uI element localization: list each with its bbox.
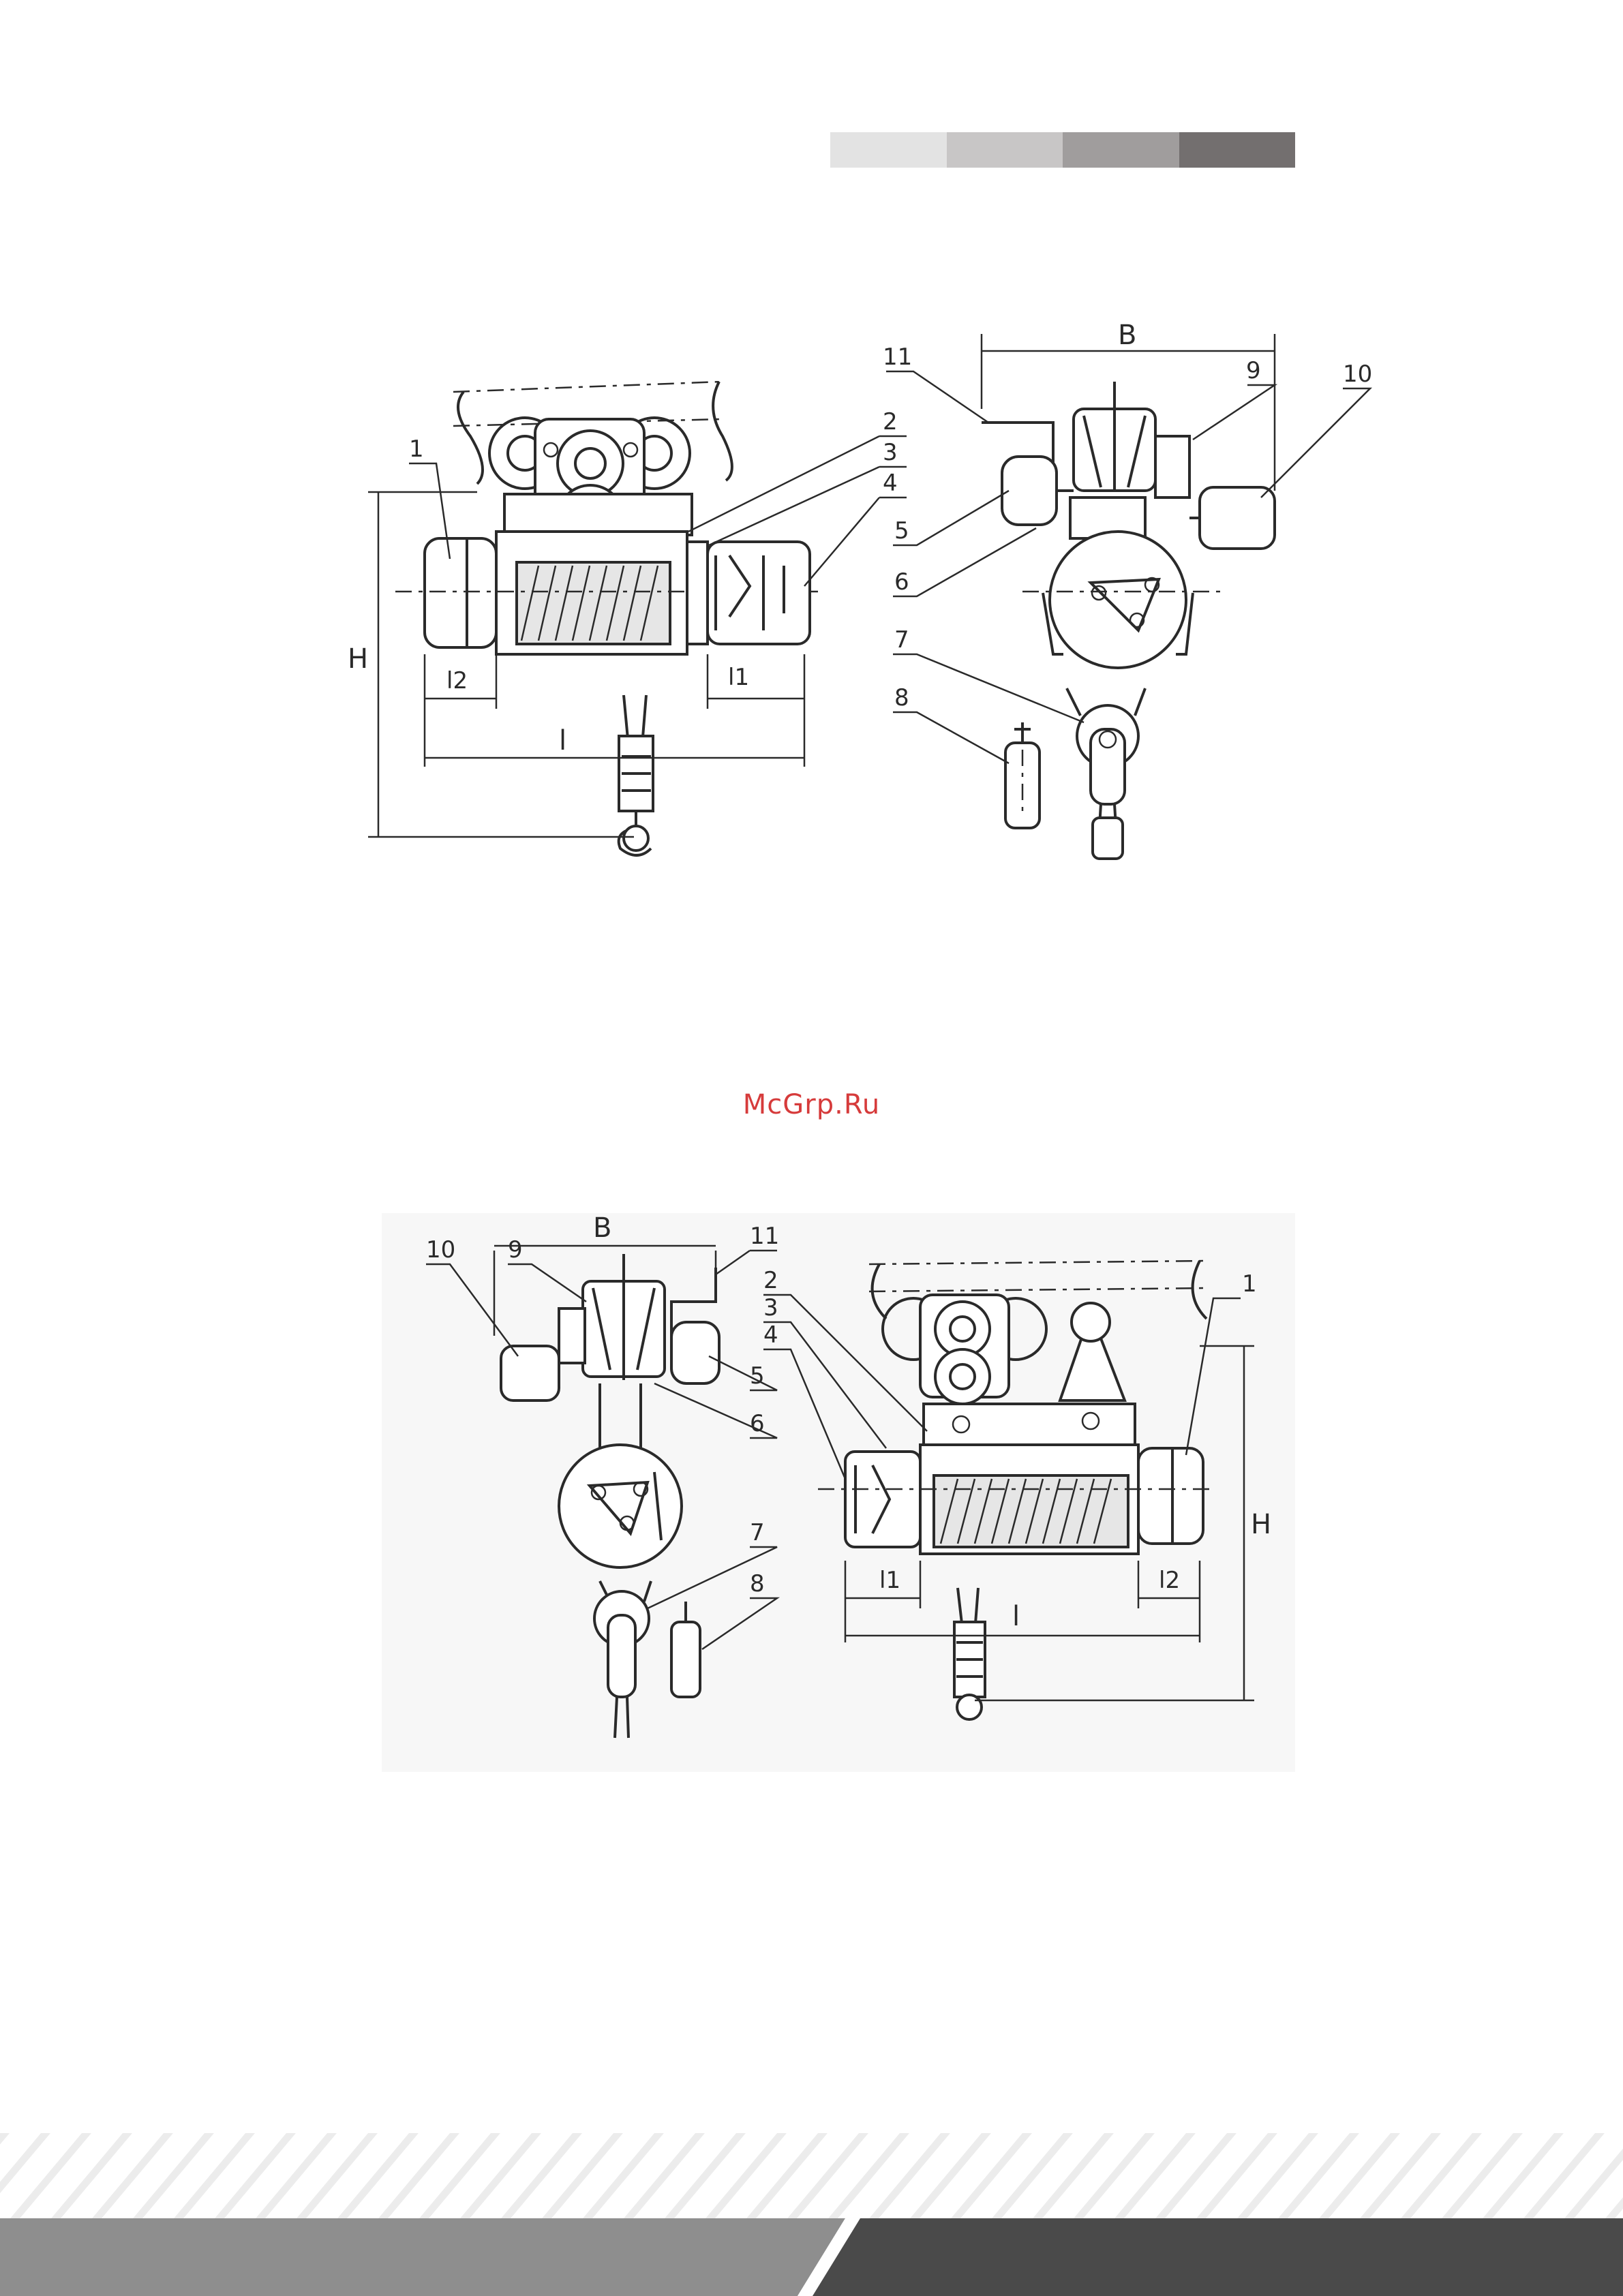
callout-b-2: 2 [763,1267,778,1294]
dim-label-end-right-bottom: l2 [1159,1567,1180,1594]
callout-10: 10 [1343,361,1372,388]
bottom-counter-weight [671,1322,719,1383]
dim-label-end-left-bottom: l1 [879,1567,900,1594]
footer-band-right [811,2218,1623,2296]
callout-3: 3 [883,439,898,466]
counter-weight [1002,457,1057,525]
dim-label-end-left: l2 [446,667,468,694]
callout-b-5: 5 [750,1362,765,1390]
callout-b-7: 7 [750,1519,765,1546]
bottom-drum-end [559,1445,682,1567]
bottom-rope-drum [934,1475,1128,1547]
dim-label-height: H [348,643,368,675]
top-side-view: B 11 9 10 5 6 7 8 [883,320,1372,859]
callout-b-3: 3 [763,1294,778,1321]
callout-8: 8 [894,684,909,711]
dim-end-right [708,654,804,709]
watermark: McGrp.Ru [0,1089,1623,1120]
dim-label-end-right: l1 [728,664,749,691]
footer-band [0,2133,1623,2296]
callout-6: 6 [894,568,909,596]
hoist-motor [425,538,496,647]
callout-9: 9 [1246,357,1261,384]
callout-b-8: 8 [750,1570,765,1597]
dim-label-height-bottom: H [1251,1509,1271,1540]
dim-label-length-bottom: l [1012,1601,1020,1632]
callout-1: 1 [409,435,424,463]
footer-stripes [0,2133,1623,2222]
top-front-view: H l l2 l1 1 2 3 4 [348,382,907,855]
bottom-travel-motor [501,1346,559,1400]
travel-motor [1200,487,1275,549]
callout-2: 2 [883,408,898,435]
callout-11: 11 [883,343,912,371]
bottom-hook [957,1695,982,1719]
footer-band-left [0,2218,845,2296]
callout-b-1: 1 [1242,1270,1257,1298]
callout-b-11: 11 [750,1223,779,1250]
dim-label-length: l [559,725,566,756]
reducer [708,542,810,644]
callout-b-10: 10 [426,1236,455,1264]
bottom-hoist-motor [1138,1448,1203,1544]
callout-4: 4 [883,470,898,497]
dim-label-width-bottom: B [593,1212,611,1244]
dim-label-width: B [1118,320,1136,351]
callout-7: 7 [894,626,909,654]
drum-end-view [1050,532,1186,668]
callout-b-9: 9 [508,1236,523,1264]
travel-motor-flange [1155,436,1189,498]
callout-5: 5 [894,517,909,545]
frame [504,494,692,535]
bottom-pendant [671,1622,700,1697]
callout-b-4: 4 [763,1321,778,1349]
callout-b-6: 6 [750,1410,765,1437]
